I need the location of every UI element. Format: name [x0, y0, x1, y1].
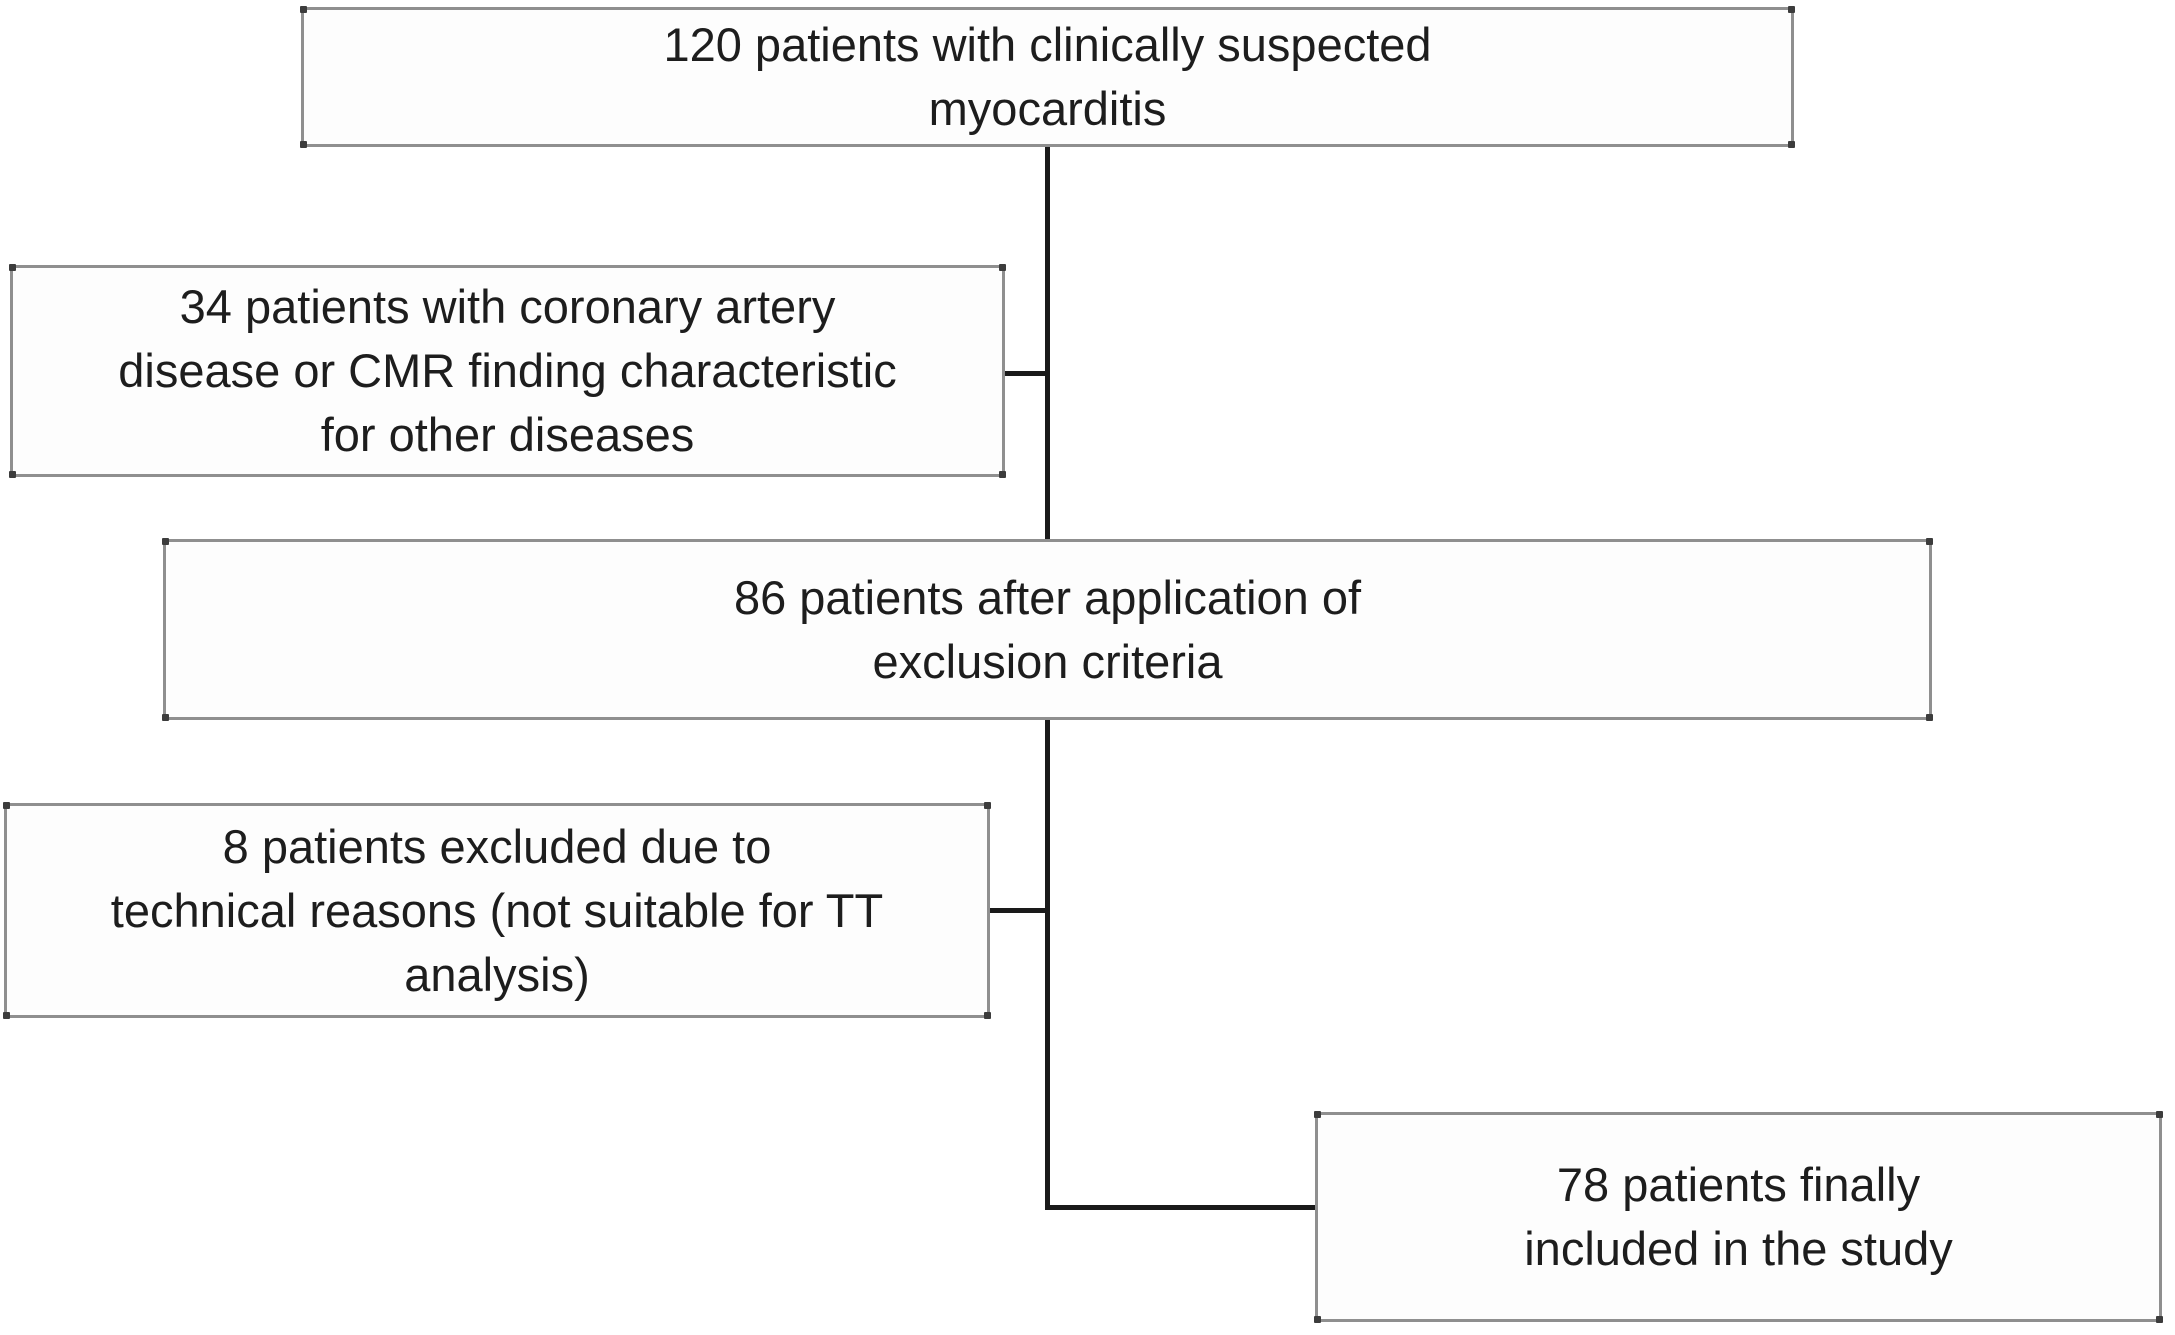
box-excluded-technical-reasons: 8 patients excluded due to technical rea… — [3, 802, 991, 1019]
box-text-line: exclusion criteria — [872, 634, 1223, 688]
box-finally-included: 78 patients finally included in the stud… — [1314, 1111, 2163, 1323]
box-text-line: 78 patients finally — [1556, 1158, 1921, 1211]
box-text-line: technical reasons (not suitable for TT — [110, 883, 884, 937]
box-text-line: myocarditis — [928, 82, 1167, 135]
box-text-line: 86 patients after application of — [733, 570, 1362, 624]
box-text-line: 120 patients with clinically suspected — [663, 18, 1432, 71]
box-text-line: analysis) — [404, 947, 590, 1001]
connector-stub-excluded-technical — [988, 908, 1047, 913]
connector-after-exclusion-down — [1045, 718, 1050, 1210]
connector-stub-excluded-cad — [1003, 371, 1047, 376]
box-text-line: for other diseases — [320, 408, 695, 461]
connector-suspected-to-after-exclusion — [1045, 145, 1050, 541]
box-text-line: included in the study — [1524, 1222, 1953, 1275]
connector-elbow-to-included — [1045, 1205, 1319, 1210]
box-excluded-coronary-artery-disease: 34 patients with coronary artery disease… — [9, 264, 1006, 478]
box-suspected-myocarditis: 120 patients with clinically suspected m… — [300, 6, 1795, 148]
box-text-line: disease or CMR finding characteristic — [118, 344, 897, 397]
box-text-line: 8 patients excluded due to — [222, 819, 772, 873]
box-after-exclusion-criteria: 86 patients after application of exclusi… — [162, 538, 1933, 721]
box-text-line: 34 patients with coronary artery — [179, 280, 836, 333]
